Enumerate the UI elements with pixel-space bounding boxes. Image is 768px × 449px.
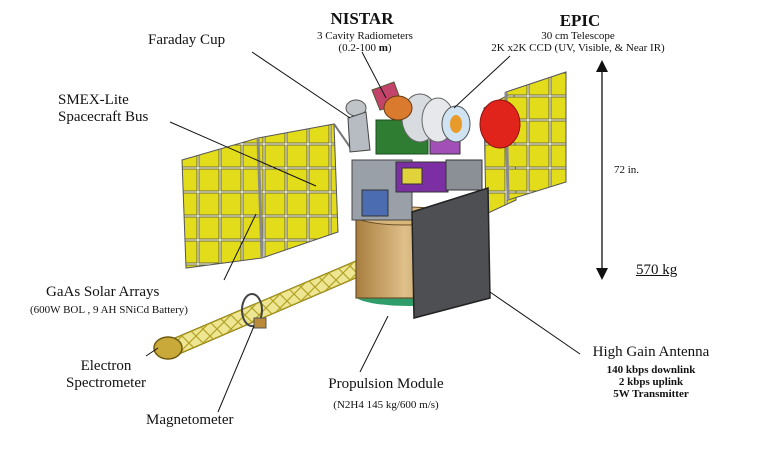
magnetometer-boom	[153, 255, 375, 360]
electron-spectrometer-label: Electron Spectrometer	[56, 358, 156, 391]
magnetometer-label: Magnetometer	[146, 412, 234, 428]
nistar-line1: 3 Cavity Radiometers	[317, 30, 413, 42]
antenna-title: High Gain Antenna	[592, 344, 710, 360]
epic-details: 30 cm Telescope 2K x2K CCD (UV, Visible,…	[478, 30, 678, 54]
electron-spectrometer-line1: Electron	[80, 358, 132, 374]
leader-lines	[145, 51, 603, 413]
height-arrow-top	[596, 60, 608, 72]
epic-label: EPIC	[540, 11, 620, 31]
propulsion-title: Propulsion Module	[328, 376, 444, 392]
nistar-instrument	[345, 81, 413, 153]
nistar-line2-unit: m	[378, 42, 388, 55]
smex-label: SMEX-Lite Spacecraft Bus	[58, 92, 148, 125]
solar-arrays-detail: (600W BOL , 9 AH SNiCd Battery)	[30, 304, 188, 316]
propulsion-detail: (N2H4 145 kg/600 m/s)	[333, 398, 439, 411]
nistar-title: NISTAR	[330, 9, 394, 28]
electron-spectrometer-line2: Spectrometer	[66, 374, 146, 391]
left-solar-array	[181, 123, 353, 269]
faraday-cup-label: Faraday Cup	[148, 32, 226, 48]
epic-line2: 2K x2K CCD (UV, Visible, & Near IR)	[491, 42, 665, 55]
height-label: 72 in.	[614, 164, 640, 176]
epic-line1: 30 cm Telescope	[541, 30, 615, 42]
propulsion-label: Propulsion Module (N2H4 145 kg/600 m/s)	[306, 376, 466, 411]
antenna-line3: 5W Transmitter	[613, 387, 689, 400]
antenna-line1: 140 kbps downlink	[606, 363, 696, 376]
solar-arrays-label: GaAs Solar Arrays	[46, 284, 159, 301]
mass-label: 570 kg	[636, 262, 678, 278]
right-solar-array	[483, 71, 567, 215]
nistar-label: NISTAR	[322, 9, 402, 29]
solar-arrays-title: GaAs Solar Arrays	[46, 284, 160, 300]
epic-title: EPIC	[559, 11, 601, 30]
nistar-details: 3 Cavity Radiometers (0.2-100 m)	[300, 30, 430, 54]
antenna-line2: 2 kbps uplink	[618, 375, 684, 388]
height-arrow-bottom	[596, 268, 608, 280]
nistar-line2-suffix: )	[387, 42, 392, 55]
nistar-line2: (0.2-100 m)	[300, 42, 430, 54]
smex-line2: Spacecraft Bus	[58, 108, 149, 125]
high-gain-antenna-panel	[411, 186, 491, 319]
nistar-line2-prefix: (0.2-100	[338, 42, 379, 55]
antenna-label: High Gain Antenna 140 kbps downlink 2 kb…	[576, 344, 726, 400]
smex-line1: SMEX-Lite	[58, 92, 129, 108]
